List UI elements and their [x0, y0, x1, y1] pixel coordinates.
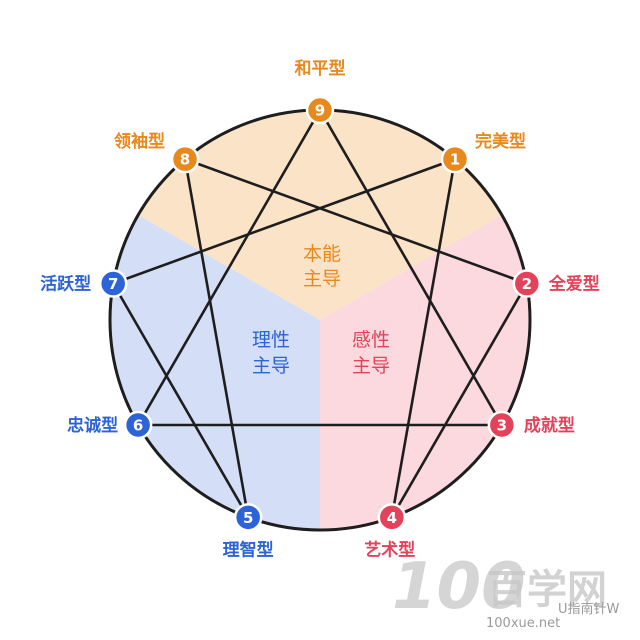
- type-node-6: 6: [123, 410, 153, 440]
- center-regions: [109, 110, 530, 530]
- connection-line-1-4: [390, 158, 457, 518]
- type-nodes: 1 2 3 4 5 6 7 8 9: [98, 95, 542, 532]
- connection-line-8-5: [183, 158, 250, 518]
- watermark: 100 百学网 100xue.net U指南针W: [392, 550, 620, 631]
- type-label-7: 活跃型: [40, 274, 91, 295]
- type-node-circle-3: [487, 410, 517, 440]
- type-node-9: 9: [305, 95, 335, 125]
- head-center-region: [109, 215, 321, 530]
- head-center-label-line1: 理性: [252, 329, 290, 351]
- type-label-2: 全爱型: [548, 274, 600, 295]
- type-node-2: 2: [512, 269, 542, 298]
- connection-line-6-9: [137, 109, 322, 426]
- type-node-circle-2: [512, 269, 542, 298]
- type-node-5: 5: [233, 503, 263, 532]
- heart-center-label-line1: 感性: [352, 329, 390, 351]
- heart-center-label-line2: 主导: [352, 355, 390, 377]
- connection-line-4-2: [390, 282, 528, 518]
- type-label-4: 艺术型: [364, 539, 415, 560]
- heart-center-region: [320, 215, 530, 530]
- connection-line-2-8: [184, 157, 528, 285]
- connection-lines: [112, 109, 528, 518]
- type-node-number-8: 8: [180, 151, 190, 169]
- type-node-circle-9: [305, 95, 335, 125]
- type-label-9: 和平型: [295, 58, 346, 79]
- type-node-number-7: 7: [108, 275, 118, 293]
- type-node-4: 4: [377, 503, 407, 532]
- center-labels: 本能 主导 理性 主导 感性 主导: [252, 243, 390, 377]
- type-node-circle-7: [98, 269, 128, 298]
- watermark-digits: 100: [392, 550, 526, 624]
- connection-line-9-3: [318, 109, 503, 426]
- type-node-circle-4: [377, 503, 407, 532]
- type-node-circle-8: [170, 144, 200, 174]
- head-center-label-line2: 主导: [252, 355, 290, 377]
- type-node-3: 3: [487, 410, 517, 440]
- type-node-number-1: 1: [450, 151, 460, 169]
- type-node-number-5: 5: [243, 509, 253, 527]
- type-node-number-6: 6: [133, 417, 143, 435]
- type-label-5: 理智型: [223, 539, 274, 560]
- type-label-6: 忠诚型: [67, 415, 118, 436]
- type-node-number-9: 9: [315, 102, 325, 120]
- type-node-7: 7: [98, 269, 128, 298]
- type-node-circle-6: [123, 410, 153, 440]
- connection-line-7-1: [112, 157, 456, 285]
- type-node-number-3: 3: [497, 417, 507, 435]
- type-node-number-4: 4: [387, 509, 397, 527]
- type-node-number-2: 2: [522, 275, 532, 293]
- type-node-8: 8: [170, 144, 200, 174]
- watermark-account: U指南针W: [558, 601, 620, 617]
- watermark-site-name: 百学网: [487, 567, 607, 613]
- connection-line-5-7: [112, 282, 250, 518]
- watermark-site-url: 100xue.net: [486, 616, 560, 631]
- type-label-8: 领袖型: [114, 131, 165, 152]
- type-node-1: 1: [440, 144, 470, 174]
- type-node-circle-5: [233, 503, 263, 532]
- gut-center-label-line2: 主导: [303, 268, 341, 290]
- gut-center-label-line1: 本能: [303, 243, 341, 265]
- type-node-circle-1: [440, 144, 470, 174]
- type-label-1: 完美型: [475, 131, 526, 152]
- type-label-3: 成就型: [524, 415, 575, 436]
